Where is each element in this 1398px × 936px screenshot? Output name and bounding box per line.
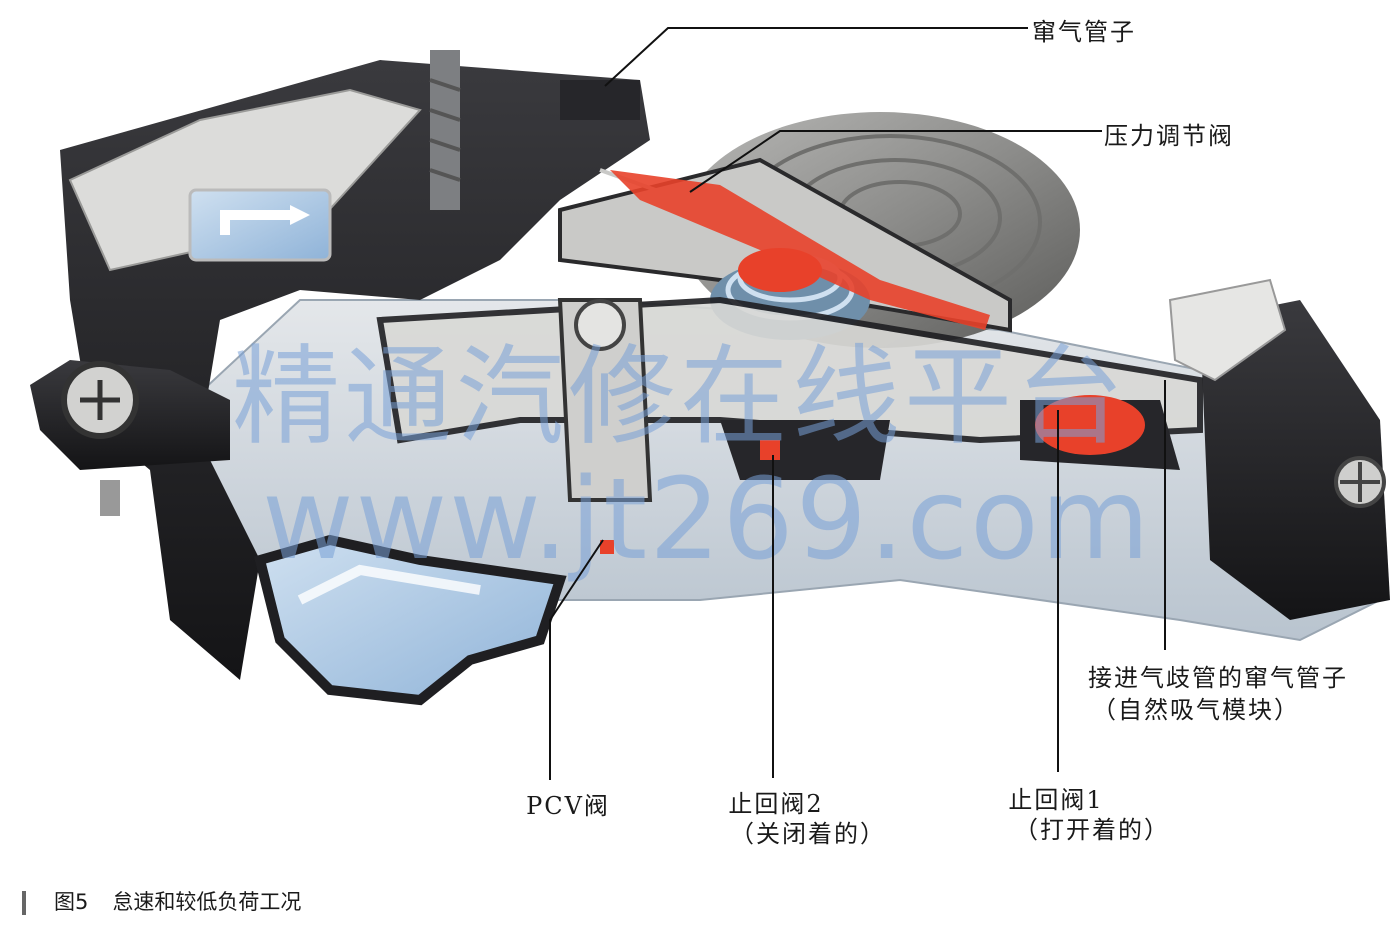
watermark-text-cn: 精通汽修在线平台 (232, 335, 1129, 460)
label-check-valve-2-line1: 止回阀2 (728, 790, 824, 818)
caption-number: 图5 (54, 890, 89, 914)
leader-pcv-valve (549, 539, 604, 780)
main-housing (60, 50, 650, 680)
label-intake-vent-pipe-line2: （自然吸气模块） (1092, 696, 1300, 724)
label-pressure-valve: 压力调节阀 (1104, 122, 1234, 150)
label-vent-pipe: 窜气管子 (1032, 18, 1136, 46)
caption-title: 怠速和较低负荷工况 (112, 890, 302, 914)
right-mount-bracket (1168, 278, 1390, 620)
leader-pressure-valve (689, 130, 1102, 193)
label-pcv-valve: PCV阀 (526, 792, 610, 820)
left-pivot-arm (30, 360, 230, 516)
watermark-text-url: www.jt269.com (262, 455, 1152, 585)
figure-caption: 图5 怠速和较低负荷工况 (22, 886, 301, 916)
label-intake-vent-pipe-line1: 接进气歧管的窜气管子 (1088, 664, 1348, 692)
leader-vent-pipe (604, 27, 1028, 87)
label-check-valve-1-line2: （打开着的） (1014, 816, 1170, 844)
label-check-valve-1-line1: 止回阀1 (1008, 786, 1104, 814)
valve-highlights (600, 170, 1145, 554)
label-check-valve-2-line2: （关闭着的） (730, 820, 886, 848)
caption-bar (22, 891, 26, 915)
